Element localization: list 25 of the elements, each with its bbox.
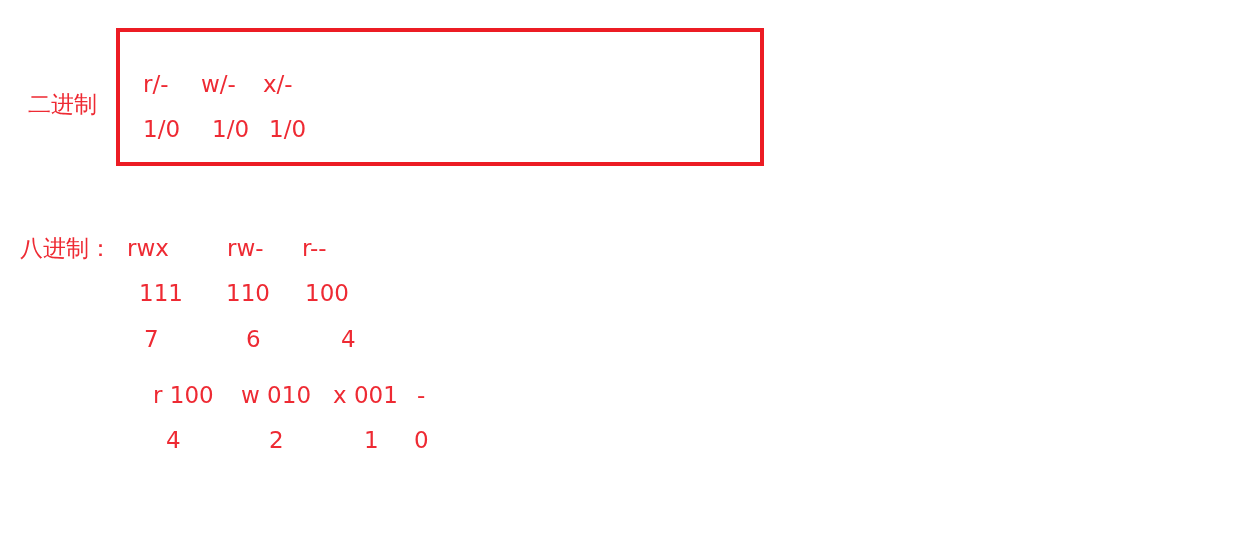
section-heading: 八进制： (20, 234, 112, 263)
permission-string: rwx (127, 234, 169, 263)
bit-weight: 2 (269, 426, 284, 455)
bit-code: w 010 (241, 381, 312, 410)
permission-symbol: r/- (143, 70, 169, 99)
binary-value: 1/0 (143, 115, 180, 144)
octal-digit: 7 (144, 325, 159, 354)
bit-code: x 001 (333, 381, 398, 410)
bit-weight: 4 (166, 426, 181, 455)
permission-symbol: x/- (263, 70, 293, 99)
octal-digit: 6 (246, 325, 261, 354)
binary-value: 1/0 (269, 115, 306, 144)
binary-value: 111 (139, 279, 183, 308)
octal-digit: 4 (341, 325, 356, 354)
permission-symbol: w/- (201, 70, 236, 99)
binary-value: 1/0 (212, 115, 249, 144)
bit-code: r 100 (153, 381, 214, 410)
binary-value: 110 (226, 279, 270, 308)
bit-weight: 1 (364, 426, 379, 455)
bit-weight: 0 (414, 426, 429, 455)
binary-value: 100 (305, 279, 349, 308)
permission-string: r-- (302, 234, 327, 263)
section-heading: 二进制 (28, 90, 97, 119)
bit-code: - (417, 381, 426, 410)
permission-string: rw- (227, 234, 264, 263)
